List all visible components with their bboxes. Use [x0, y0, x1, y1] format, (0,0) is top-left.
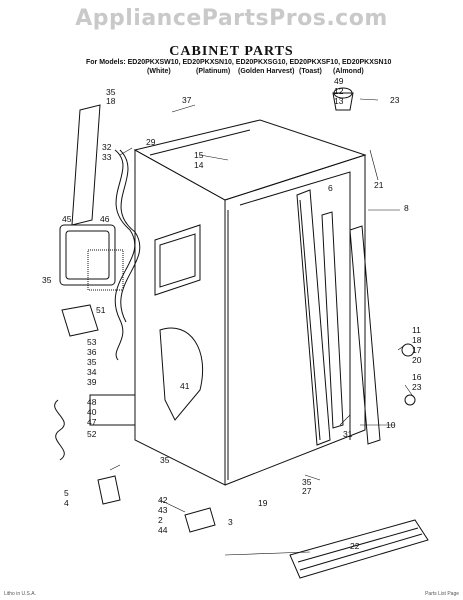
color-platinum: (Platinum): [196, 68, 231, 75]
callout-53: 53: [87, 337, 97, 347]
color-toast: (Toast): [299, 68, 322, 75]
breaker-strips: [296, 189, 381, 446]
watermark: AppliancePartsPros.com: [75, 6, 388, 31]
callout-52: 52: [87, 429, 97, 439]
callout-46: 46: [100, 214, 110, 224]
footer-left: Litho in U.S.A.: [4, 591, 36, 597]
callout-21: 21: [374, 180, 384, 190]
callout-39: 39: [87, 377, 97, 387]
callout-15: 15: [194, 150, 204, 160]
diagram-title: CABINET PARTS: [169, 44, 294, 59]
callout-51: 51: [96, 305, 106, 315]
callout-48: 48: [87, 397, 97, 407]
callout-13: 13: [334, 96, 344, 106]
callout-23: 23: [412, 382, 422, 392]
color-almond: (Almond): [333, 68, 364, 75]
footer-right: Parts List Page: [425, 591, 459, 597]
callout-49: 49: [334, 76, 344, 86]
callout-41: 41: [180, 381, 190, 391]
callout-37: 37: [182, 95, 192, 105]
leveling-leg: [401, 343, 416, 406]
callout-12: 12: [334, 86, 344, 96]
top-hinge: [332, 87, 354, 111]
left-strip: [71, 104, 101, 226]
heater-coil: [54, 394, 136, 461]
models-line: For Models: ED20PKXSW10, ED20PKXSN10, ED…: [86, 59, 392, 66]
callout-14: 14: [194, 160, 204, 170]
callout-32: 32: [102, 142, 112, 152]
callout-36: 36: [87, 347, 97, 357]
toe-grille: [289, 519, 429, 579]
callout-29: 29: [146, 137, 156, 147]
callout-18: 18: [412, 335, 422, 345]
panel-cover: [61, 304, 99, 337]
callout-19: 19: [258, 498, 268, 508]
hinge-bottom: [97, 475, 216, 533]
callout-18: 18: [106, 96, 116, 106]
callout-42: 42: [158, 495, 168, 505]
callout-16: 16: [412, 372, 422, 382]
wiring-harness: [114, 149, 141, 361]
callout-44: 44: [158, 525, 168, 535]
callout-47: 47: [87, 417, 97, 427]
callout-4: 4: [64, 498, 69, 508]
callout-labels: 35 18 37 32 33 29 45 46 35 51 53 36 35 3…: [42, 76, 422, 551]
callout-34: 34: [87, 367, 97, 377]
callout-22: 22: [350, 541, 360, 551]
callout-33: 33: [102, 152, 112, 162]
callout-17: 17: [412, 345, 422, 355]
fan-assembly: [59, 224, 124, 291]
color-white: (White): [147, 68, 171, 75]
callout-35: 35: [87, 357, 97, 367]
callout-3: 3: [228, 517, 233, 527]
callout-27: 27: [302, 486, 312, 496]
callout-23: 23: [390, 95, 400, 105]
callout-35: 35: [42, 275, 52, 285]
callout-35: 35: [106, 87, 116, 97]
callout-8: 8: [404, 203, 409, 213]
callout-45: 45: [62, 214, 72, 224]
callout-35: 35: [302, 477, 312, 487]
cabinet-body: [133, 119, 367, 486]
callout-43: 43: [158, 505, 168, 515]
callout-5: 5: [64, 488, 69, 498]
callout-10: 10: [386, 420, 396, 430]
color-golden-harvest: (Golden Harvest): [238, 68, 295, 75]
callout-6: 6: [328, 183, 333, 193]
callout-35: 35: [160, 455, 170, 465]
leader-lines: [109, 98, 413, 556]
callout-11: 11: [412, 325, 421, 335]
callout-20: 20: [412, 355, 422, 365]
callout-2: 2: [158, 515, 163, 525]
callout-40: 40: [87, 407, 97, 417]
callout-31: 31: [343, 429, 353, 439]
